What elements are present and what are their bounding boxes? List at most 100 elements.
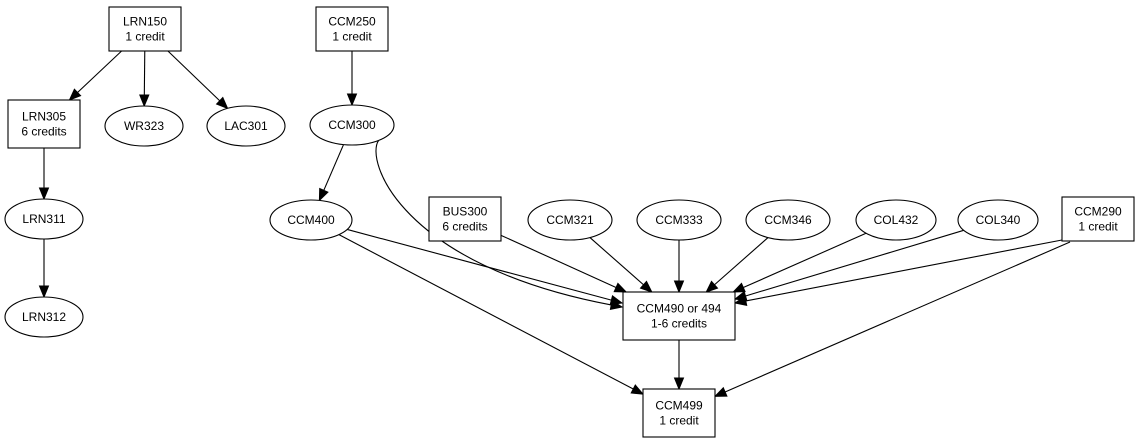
edge-ccm250-to-ccm300 bbox=[346, 51, 358, 107]
node-ellipse bbox=[309, 104, 395, 146]
node-label: LRN150 bbox=[123, 15, 167, 29]
arrowhead bbox=[68, 88, 82, 101]
node-label: BUS300 bbox=[443, 205, 488, 219]
edge-line bbox=[745, 239, 1063, 302]
node-ellipse bbox=[636, 199, 722, 241]
node-col432: COL432 bbox=[855, 199, 937, 241]
node-col340: COL340 bbox=[957, 199, 1039, 241]
edge-line bbox=[375, 140, 612, 306]
node-box bbox=[622, 291, 736, 341]
edge-ccm290-to-ccm490 bbox=[733, 239, 1063, 307]
edge-line bbox=[589, 237, 644, 286]
node-ellipse bbox=[4, 198, 84, 240]
edge-lrn150-to-lac301 bbox=[167, 50, 229, 110]
arrowhead bbox=[733, 295, 748, 307]
node-box bbox=[428, 196, 502, 242]
node-label: LAC301 bbox=[224, 119, 268, 133]
arrowhead bbox=[215, 96, 229, 110]
node-ccm346: CCM346 bbox=[745, 199, 831, 241]
node-lrn312: LRN312 bbox=[4, 296, 84, 338]
arrowhead bbox=[318, 187, 329, 202]
edge-line bbox=[714, 237, 769, 286]
node-label: WR323 bbox=[124, 119, 164, 133]
arrowhead bbox=[609, 294, 624, 306]
node-label: CCM499 bbox=[655, 399, 703, 413]
node-label: LRN305 bbox=[22, 110, 66, 124]
edge-lrn305-to-lrn311 bbox=[38, 148, 50, 201]
node-credits: 1 credit bbox=[125, 30, 165, 44]
node-credits: 6 credits bbox=[442, 220, 487, 234]
edge-ccm346-to-ccm490 bbox=[705, 237, 769, 293]
arrowhead bbox=[613, 282, 628, 293]
edge-line bbox=[77, 50, 122, 93]
arrowhead bbox=[139, 94, 150, 108]
node-ccm321: CCM321 bbox=[527, 199, 613, 241]
node-ellipse bbox=[206, 105, 286, 147]
edge-line bbox=[745, 229, 964, 297]
arrowhead bbox=[346, 93, 358, 107]
edge-lrn150-to-lrn305 bbox=[68, 50, 122, 101]
node-credits: 1 credit bbox=[1078, 220, 1118, 234]
node-ellipse bbox=[104, 105, 184, 147]
edge-col432-to-ccm490 bbox=[732, 232, 867, 293]
node-label: LRN312 bbox=[22, 310, 66, 324]
node-credits: 1 credit bbox=[659, 414, 699, 428]
node-credits: 6 credits bbox=[21, 125, 66, 139]
arrowhead bbox=[630, 384, 645, 395]
node-box bbox=[1061, 196, 1135, 242]
edges-layer bbox=[38, 50, 1071, 397]
arrowhead bbox=[639, 280, 653, 293]
node-label: COL340 bbox=[976, 213, 1021, 227]
arrowhead bbox=[38, 285, 50, 299]
node-label: COL432 bbox=[874, 213, 919, 227]
node-ccm300: CCM300 bbox=[309, 104, 395, 146]
node-ellipse bbox=[527, 199, 613, 241]
edge-ccm400-to-ccm499 bbox=[338, 234, 645, 395]
node-lac301: LAC301 bbox=[206, 105, 286, 147]
arrowhead bbox=[705, 280, 719, 293]
node-ellipse bbox=[745, 199, 831, 241]
edge-line bbox=[743, 232, 867, 289]
node-label: CCM400 bbox=[287, 213, 335, 227]
node-label: CCM321 bbox=[546, 213, 594, 227]
edge-lrn150-to-wr323 bbox=[139, 50, 150, 108]
edge-line bbox=[724, 241, 1071, 393]
node-ellipse bbox=[957, 199, 1039, 241]
node-box bbox=[7, 99, 81, 149]
node-label: CCM346 bbox=[764, 213, 812, 227]
node-label: CCM290 bbox=[1074, 205, 1122, 219]
edge-line bbox=[323, 144, 345, 191]
edge-line bbox=[347, 228, 612, 301]
arrowhead bbox=[713, 386, 728, 397]
node-ellipse bbox=[855, 199, 937, 241]
edge-bus300-to-ccm490 bbox=[500, 234, 628, 293]
node-lrn311: LRN311 bbox=[4, 198, 84, 240]
edge-lrn311-to-lrn312 bbox=[38, 239, 50, 299]
edge-ccm321-to-ccm490 bbox=[589, 237, 653, 293]
node-ellipse bbox=[4, 296, 84, 338]
node-ccm333: CCM333 bbox=[636, 199, 722, 241]
arrowhead bbox=[732, 282, 746, 293]
node-label: CCM333 bbox=[655, 213, 703, 227]
node-ccm400: CCM400 bbox=[269, 199, 353, 241]
arrowhead bbox=[38, 187, 50, 201]
node-credits: 1-6 credits bbox=[651, 317, 707, 331]
edge-ccm400-to-ccm490 bbox=[347, 228, 624, 306]
node-label: CCM300 bbox=[328, 118, 376, 132]
node-credits: 1 credit bbox=[332, 30, 372, 44]
node-label: CCM490 or 494 bbox=[637, 302, 722, 316]
node-box bbox=[108, 6, 182, 52]
node-label: CCM250 bbox=[328, 15, 376, 29]
edge-line bbox=[338, 234, 634, 390]
node-ellipse bbox=[269, 199, 353, 241]
edge-ccm333-to-ccm490 bbox=[673, 240, 685, 294]
